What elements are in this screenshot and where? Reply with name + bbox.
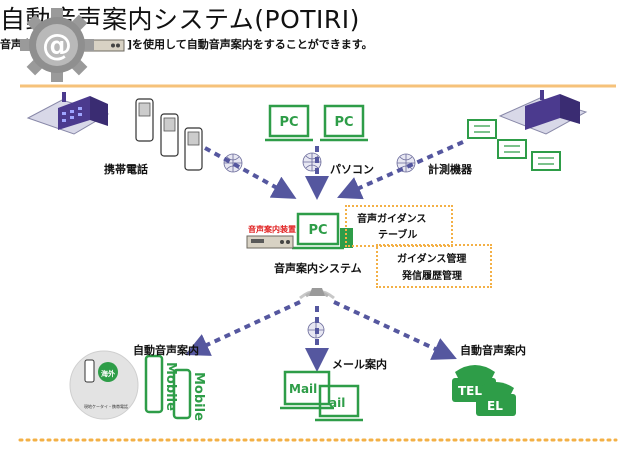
guidance-table-box [345, 205, 453, 247]
system-label: 音声案内システム [274, 262, 362, 275]
mobile-phone-label: 携帯電話 [104, 163, 148, 176]
central-device-icon [246, 235, 294, 249]
box2-line2: 発信履歴管理 [402, 271, 462, 282]
globe-badge: 海外 [101, 369, 115, 378]
building-icon-left [26, 92, 110, 135]
arrows-incoming [204, 140, 464, 200]
speaker-icon [299, 288, 335, 300]
mobile-phone-icons [135, 98, 203, 171]
tel-text-1: TEL [458, 384, 482, 398]
pc-icons-top [265, 104, 368, 142]
mobile-green-icons [144, 354, 192, 420]
mail-text-1: Mail [289, 382, 317, 396]
output-left-label: 自動音声案内 [133, 344, 199, 357]
instrument-icons [467, 119, 561, 171]
arrows-outgoing [185, 300, 457, 372]
central-pc [292, 212, 344, 250]
mail-pc-icons [280, 370, 363, 422]
box1-line1: 音声ガイダンス [357, 214, 427, 225]
mobile-text-2: Mobile [163, 362, 178, 411]
tel-text-2: EL [487, 399, 503, 413]
pc-screen-text-2: PC [334, 115, 353, 130]
mail-text-2: ail [329, 396, 345, 410]
overseas-globe-icon [69, 350, 139, 420]
telephone-icons [452, 365, 516, 416]
management-box [376, 244, 492, 288]
device-tag: 音声案内装置 [248, 225, 296, 234]
pc-label: パソコン [330, 163, 374, 176]
pc-screen-text-1: PC [279, 115, 298, 130]
central-pc-text: PC [308, 223, 327, 238]
svg-text:@: @ [42, 28, 72, 63]
globe-caption: 現地ケータイ・携帯電話 [84, 403, 128, 409]
mobile-text-1: Mobile [191, 372, 206, 421]
building-icon-right [498, 90, 588, 135]
box2-line1: ガイダンス管理 [397, 254, 467, 265]
subtitle-after: ]を使用して自動音声案内をすることができます。 [127, 38, 373, 51]
output-right-label: 自動音声案内 [460, 344, 526, 357]
output-mid-label: メール案内 [332, 358, 387, 371]
instrument-label: 計測機器 [428, 163, 472, 176]
gear-icon: @ [20, 8, 94, 82]
box1-line2: テーブル [378, 230, 418, 241]
